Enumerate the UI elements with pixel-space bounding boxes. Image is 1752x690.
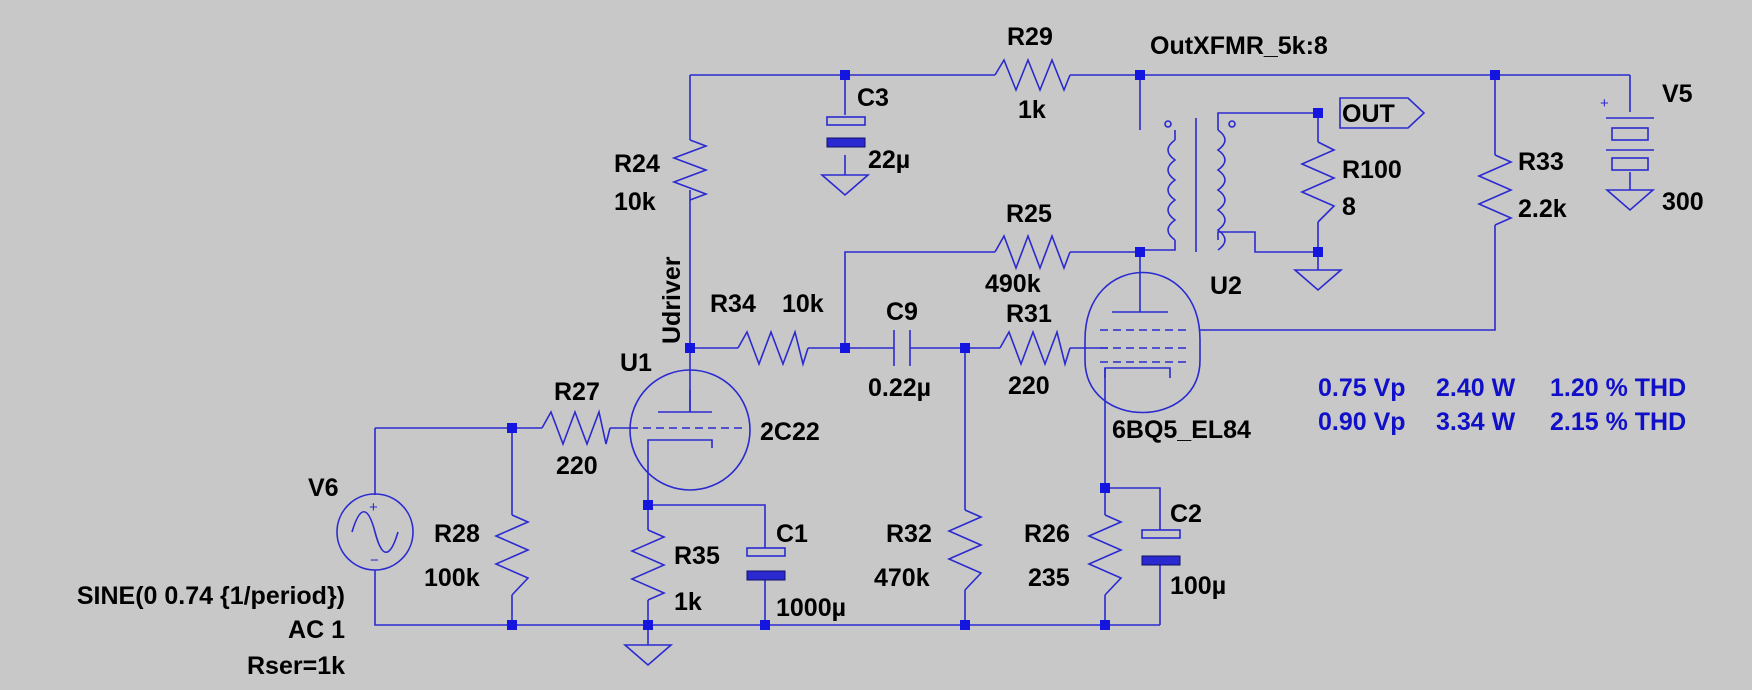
r27-name: R27 (554, 378, 600, 406)
u1-value: 2C22 (760, 418, 820, 446)
r24-value: 10k (614, 188, 656, 216)
measurement-results: 0.75 Vp 2.40 W 1.20 % THD 0.90 Vp 3.34 W… (1318, 374, 1686, 436)
r28-value: 100k (424, 564, 480, 592)
v5-value: 300 (1662, 188, 1704, 216)
measurement-vp-1: 0.75 Vp (1318, 374, 1406, 402)
measurement-thd-2: 2.15 % THD (1550, 408, 1686, 436)
r34-value: 10k (782, 290, 824, 318)
u2-value: 6BQ5_EL84 (1112, 416, 1251, 444)
r33-value: 2.2k (1518, 195, 1567, 223)
measurement-vp-2: 0.90 Vp (1318, 408, 1406, 436)
r32-name: R32 (886, 520, 932, 548)
triode-u1-symbol (629, 369, 751, 491)
c9-name: C9 (886, 298, 918, 326)
r24-name: R24 (614, 150, 660, 178)
r26-name: R26 (1024, 520, 1070, 548)
v5-name: V5 (1662, 80, 1693, 108)
measurement-watts-2: 3.34 W (1436, 408, 1516, 436)
svg-text:+: + (1600, 95, 1609, 112)
udriver-net-label: Udriver (658, 256, 686, 344)
r25-value: 490k (985, 270, 1041, 298)
measurement-watts-1: 2.40 W (1436, 374, 1516, 402)
c9-value: 0.22µ (868, 374, 931, 402)
battery-v5-symbol: + (1600, 95, 1654, 171)
pentode-u2-symbol (1084, 271, 1201, 414)
r26-value: 235 (1028, 564, 1070, 592)
c2-value: 100µ (1170, 572, 1226, 600)
r29-name: R29 (1007, 23, 1053, 51)
junction-dots (507, 70, 1500, 630)
r25-name: R25 (1006, 200, 1052, 228)
transformer-name: OutXFMR_5k:8 (1150, 32, 1328, 60)
svg-text:+: + (369, 499, 378, 516)
v6-spec-line3: Rser=1k (247, 652, 345, 680)
r35-name: R35 (674, 542, 720, 570)
r29-value: 1k (1018, 96, 1046, 124)
r31-name: R31 (1006, 300, 1052, 328)
c3-name: C3 (857, 84, 889, 112)
wires (374, 74, 1631, 626)
ground-symbols (622, 189, 1656, 667)
sine-source-v6-symbol: + − (336, 493, 414, 571)
out-port-label: OUT (1342, 100, 1395, 128)
r31-value: 220 (1008, 372, 1050, 400)
r100-name: R100 (1342, 156, 1402, 184)
svg-text:−: − (370, 552, 379, 569)
component-labels: R29 1k OutXFMR_5k:8 C3 22µ R24 10k Udriv… (77, 23, 1704, 680)
v6-spec-line2: AC 1 (288, 616, 345, 644)
c3-value: 22µ (868, 146, 910, 174)
capacitor-bodies (746, 116, 1181, 581)
c1-value: 1000µ (776, 594, 846, 622)
u1-name: U1 (620, 349, 652, 377)
out-port-symbol (1339, 97, 1426, 129)
r35-value: 1k (674, 588, 702, 616)
r33-name: R33 (1518, 148, 1564, 176)
c2-name: C2 (1170, 500, 1202, 528)
r34-name: R34 (710, 290, 756, 318)
r100-value: 8 (1342, 193, 1356, 221)
v6-spec-line1: SINE(0 0.74 {1/period}) (77, 582, 345, 610)
u2-name: U2 (1210, 272, 1242, 300)
r32-value: 470k (874, 564, 930, 592)
transformer-symbol (1164, 118, 1236, 252)
r28-name: R28 (434, 520, 480, 548)
r27-value: 220 (556, 452, 598, 480)
c1-name: C1 (776, 520, 808, 548)
resistor-bodies (494, 57, 1513, 601)
measurement-thd-1: 1.20 % THD (1550, 374, 1686, 402)
v6-name: V6 (308, 474, 339, 502)
